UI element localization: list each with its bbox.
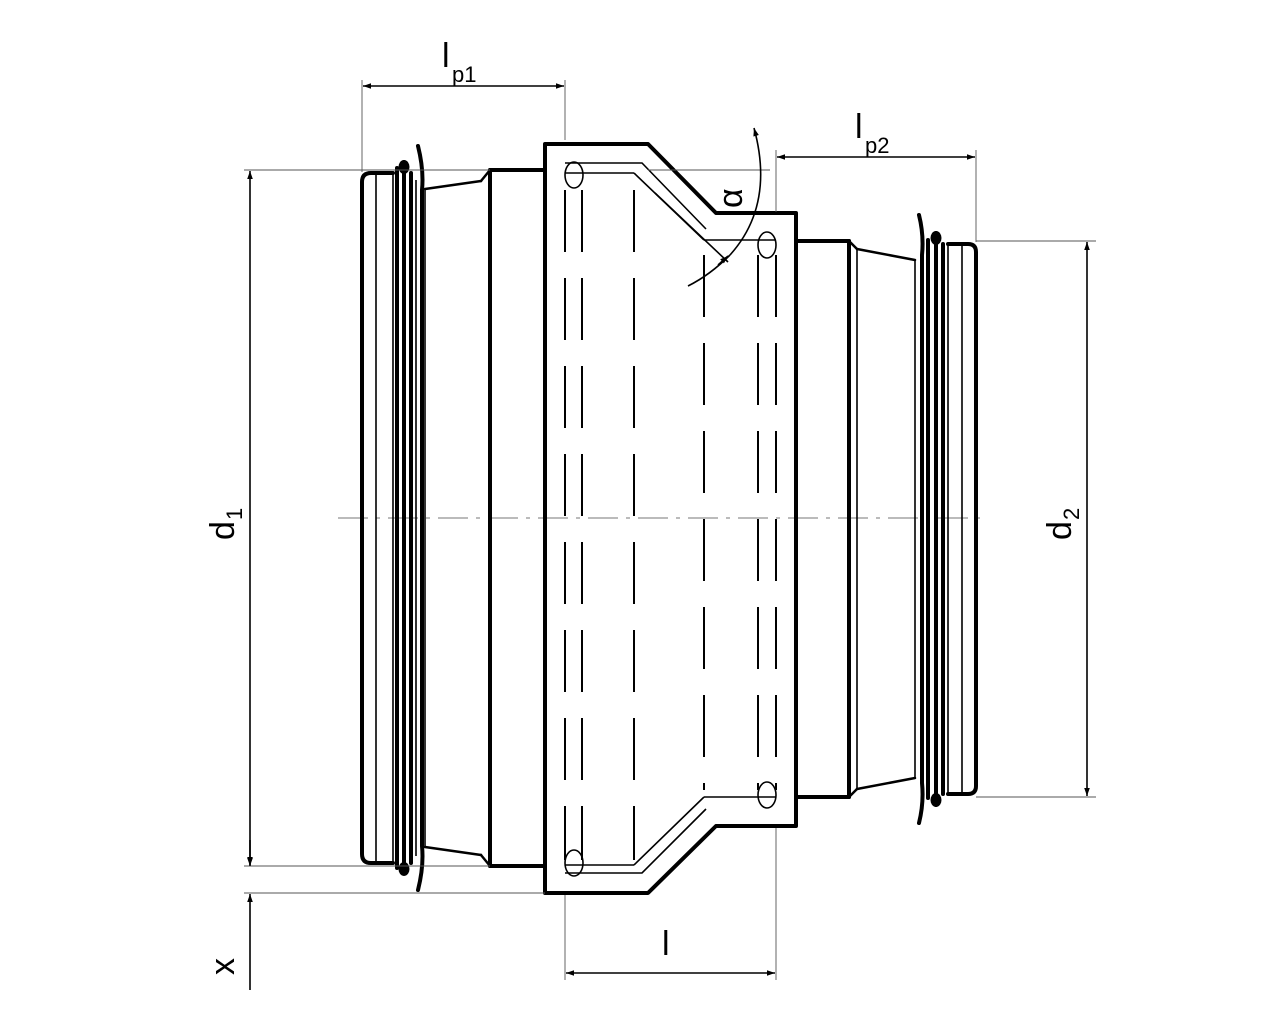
d1-subscript: 1 xyxy=(222,508,247,520)
alpha-arc xyxy=(729,127,762,256)
left-spigot xyxy=(360,168,547,868)
l-label: l xyxy=(662,925,670,963)
alpha-label: α xyxy=(712,188,750,208)
lp1-subscript: p1 xyxy=(452,62,476,87)
d2-subscript: 2 xyxy=(1059,508,1084,520)
d1-label: d xyxy=(204,521,242,540)
extension-lines xyxy=(244,80,1096,980)
lp1-label: l xyxy=(442,37,450,75)
reducer-body xyxy=(543,142,798,895)
right-spigot xyxy=(794,239,978,799)
right-gasket xyxy=(917,213,945,825)
lp2-subscript: p2 xyxy=(865,133,889,158)
left-gasket xyxy=(395,144,425,892)
lp2-label: l xyxy=(855,108,863,146)
alpha-extension-line xyxy=(654,192,729,263)
d2-label: d xyxy=(1041,521,1079,540)
x-label: x xyxy=(204,958,242,975)
